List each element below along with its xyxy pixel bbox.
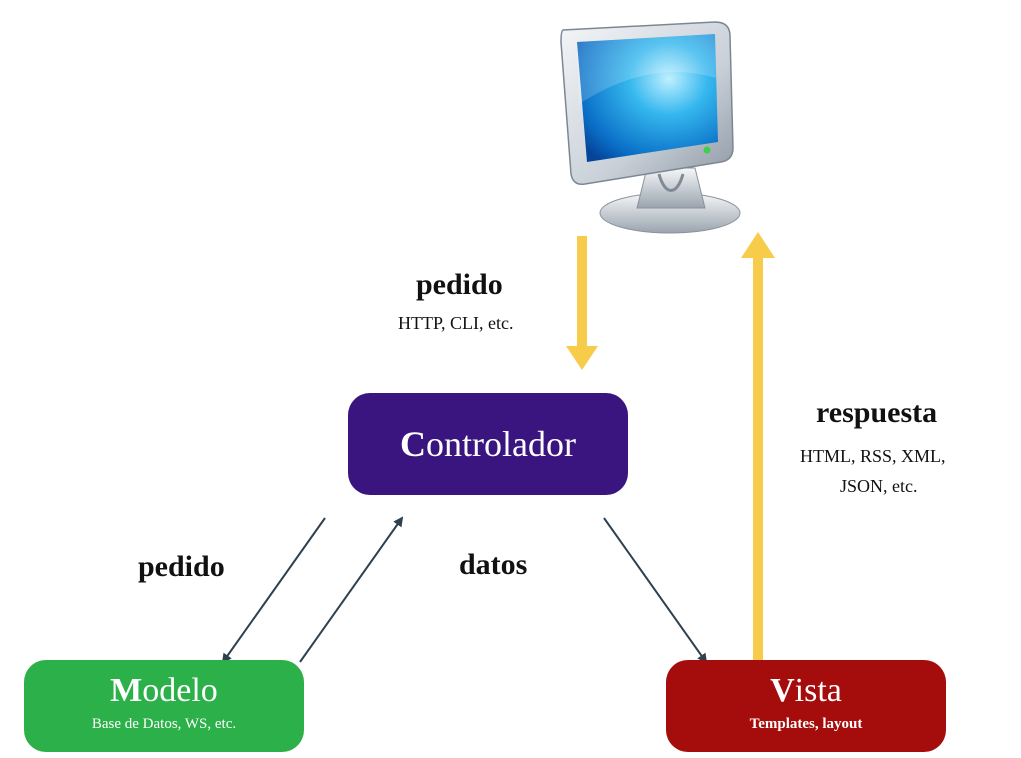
data-label: datos bbox=[459, 548, 528, 581]
controller-to-model-arrow bbox=[221, 517, 326, 664]
model-request-label: pedido bbox=[138, 550, 225, 583]
view-box: Vista Templates, layout bbox=[666, 660, 946, 752]
view-subtitle: Templates, layout bbox=[749, 716, 863, 732]
model-box: Modelo Base de Datos, WS, etc. bbox=[24, 660, 304, 752]
view-title: Vista bbox=[666, 672, 946, 710]
monitor-icon bbox=[560, 21, 741, 234]
request-arrow bbox=[566, 236, 598, 370]
controller-box: Controlador bbox=[348, 393, 628, 495]
controller-title: Controlador bbox=[348, 393, 628, 495]
controller-to-view-arrow bbox=[603, 517, 708, 664]
response-detail-line2: JSON, etc. bbox=[840, 476, 918, 496]
response-detail-line1: HTML, RSS, XML, bbox=[800, 446, 946, 466]
view-title-initial: V bbox=[770, 672, 795, 709]
controller-title-rest: ontrolador bbox=[426, 424, 576, 464]
model-title: Modelo bbox=[24, 672, 304, 710]
response-arrow bbox=[741, 232, 775, 666]
request-detail: HTTP, CLI, etc. bbox=[398, 313, 514, 333]
request-label: pedido bbox=[416, 268, 503, 301]
controller-title-initial: C bbox=[400, 424, 427, 464]
model-to-controller-arrow bbox=[299, 516, 404, 663]
response-label: respuesta bbox=[816, 396, 938, 429]
view-title-rest: ista bbox=[794, 672, 842, 709]
model-title-rest: odelo bbox=[142, 672, 218, 709]
model-title-initial: M bbox=[110, 672, 143, 709]
model-subtitle: Base de Datos, WS, etc. bbox=[91, 716, 237, 732]
